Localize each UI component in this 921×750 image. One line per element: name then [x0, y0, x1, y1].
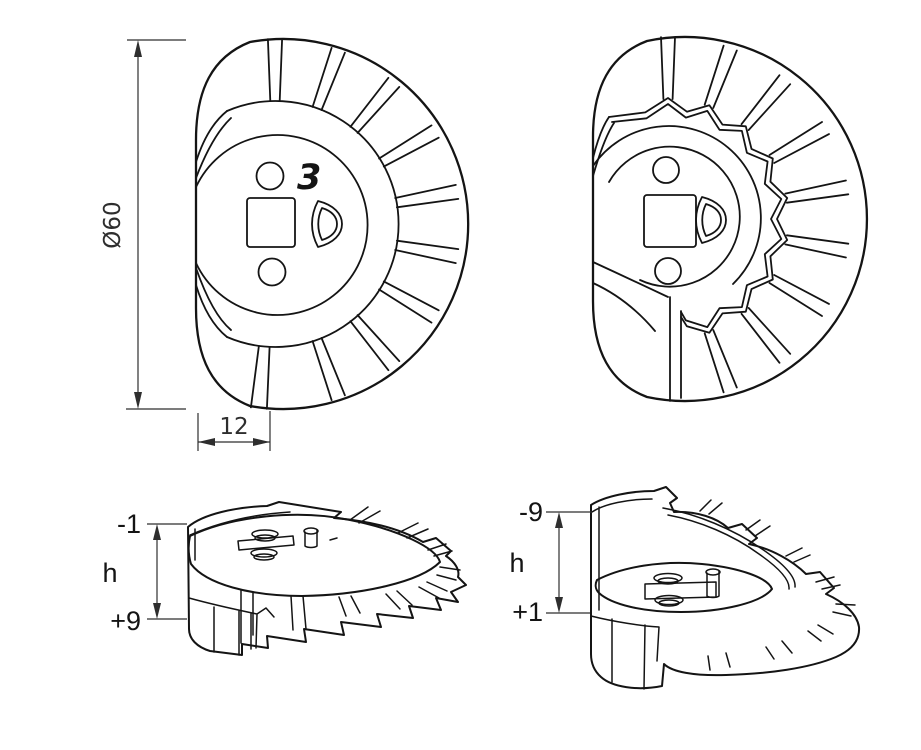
- crescent-slot-outer: [695, 196, 727, 244]
- iso-view-front: [187, 501, 467, 656]
- silhouette: [187, 501, 467, 656]
- crescent-knob-top: [303, 527, 319, 535]
- width-value: 12: [219, 414, 248, 440]
- front-view: 3: [194, 37, 470, 411]
- pin-hole-top-edge: [653, 572, 683, 584]
- edge-blend-curves: [592, 116, 615, 177]
- arrow-down-icon: [153, 603, 161, 619]
- pin-hole-top-boss: [657, 577, 679, 585]
- arrow-down-icon: [555, 597, 563, 613]
- radial-ribs: [250, 38, 460, 410]
- diameter-extension-ticks: [126, 39, 186, 410]
- scalloped-ring-outer: [608, 97, 789, 334]
- diameter-value: Ø60: [100, 201, 126, 248]
- square-hole: [246, 197, 296, 248]
- height-extension-ticks: [546, 511, 592, 614]
- pin-hole-bottom-boss: [253, 553, 275, 561]
- dimension-height-front: -1 h +9: [102, 509, 187, 636]
- arrow-up-icon: [555, 512, 563, 528]
- pin-hole-bottom-boss: [658, 599, 680, 607]
- width-extension-lines: [197, 411, 271, 451]
- offset-bottom-label: +1: [512, 597, 543, 627]
- height-label: h: [102, 558, 117, 588]
- square-hole-edge: [644, 581, 717, 600]
- spiral-rib-lines: [240, 506, 461, 644]
- recess-floor: [594, 561, 773, 613]
- pin-hole-bottom: [257, 257, 287, 287]
- offset-bottom-label: +9: [110, 606, 141, 636]
- recess-rim-arc: [592, 125, 762, 285]
- crescent-slot-inner: [317, 207, 338, 241]
- radial-ribs: [660, 36, 850, 394]
- crescent-knob: [706, 570, 720, 599]
- arrow-right-icon: [253, 438, 270, 446]
- offset-top-label: -1: [117, 509, 141, 539]
- arrow-up-icon: [153, 524, 161, 540]
- base-block: [590, 615, 660, 690]
- outer-contour: [194, 37, 470, 411]
- edge-blend-curves: [195, 110, 232, 338]
- embossed-marking: 3: [297, 158, 321, 198]
- hub-circle: [195, 134, 369, 316]
- crescent-slot-inner: [701, 203, 722, 237]
- arrow-left-icon: [198, 438, 215, 446]
- offset-top-label: -9: [519, 497, 543, 527]
- rim-thickness-line: [189, 511, 291, 561]
- silhouette: [590, 486, 861, 690]
- iso-view-back: [590, 486, 861, 690]
- height-extension-ticks: [147, 523, 187, 620]
- crescent-knob: [304, 529, 338, 549]
- stop-block-edges: [592, 261, 682, 402]
- pin-hole-top-boss: [254, 534, 276, 542]
- rib-inner-ring: [226, 100, 400, 348]
- spiral-rib-lines: [699, 499, 856, 671]
- dimension-width: 12: [197, 411, 271, 451]
- dimension-diameter: Ø60: [100, 39, 186, 410]
- pin-hole-top: [255, 161, 285, 191]
- dimension-height-back: -9 h +1: [509, 497, 592, 627]
- pin-hole-bottom: [654, 257, 682, 285]
- height-label: h: [509, 548, 524, 578]
- arrow-up-icon: [134, 40, 142, 57]
- arrow-down-icon: [134, 392, 142, 409]
- scalloped-ring-inner: [611, 103, 783, 328]
- pin-hole-bottom-edge: [250, 548, 278, 558]
- wall-inner-edge: [591, 498, 796, 611]
- hub-plateau-arc: [608, 145, 741, 288]
- pin-hole-top: [652, 156, 680, 184]
- back-view: [591, 35, 869, 403]
- cam-top-face: [187, 513, 441, 597]
- outer-contour: [591, 35, 869, 403]
- pin-hole-top-edge: [251, 529, 279, 539]
- base-block: [188, 597, 275, 656]
- crescent-knob-top: [705, 568, 721, 576]
- pin-hole-bottom-edge: [654, 594, 684, 606]
- crescent-slot-outer: [311, 200, 343, 248]
- square-hole: [643, 194, 697, 248]
